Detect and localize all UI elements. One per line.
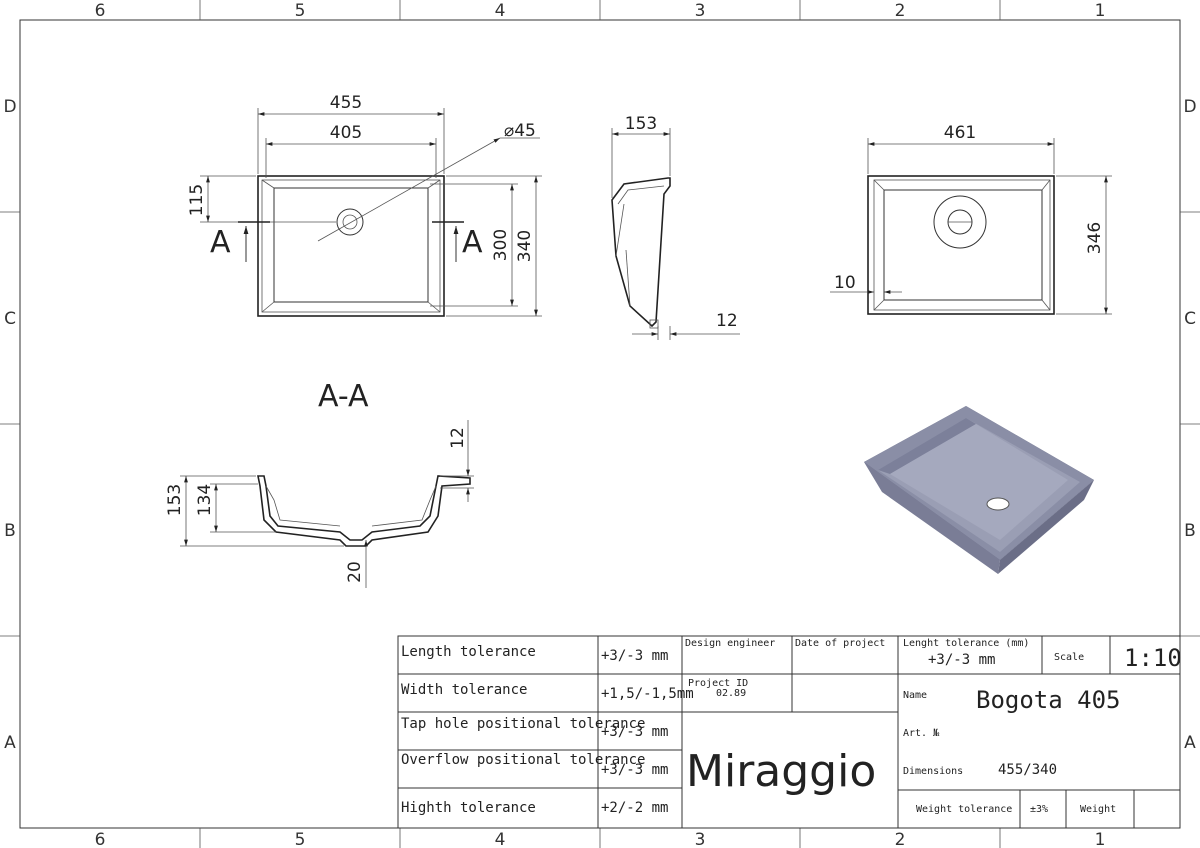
cutout-outer — [867, 175, 1055, 315]
date-label: Date of project — [795, 638, 885, 649]
art-label: Art. № — [903, 728, 940, 739]
zone-row-b-right: B — [1184, 521, 1196, 541]
tol-value-overflow: +3/-3 mm — [601, 762, 668, 778]
project-id-label: Project ID — [688, 678, 748, 689]
project-id-value: 02.89 — [716, 688, 746, 699]
dim-overall-width: 455 — [330, 93, 362, 113]
zone-col-6-bottom: 6 — [95, 830, 106, 848]
zone-labels: 6 5 4 3 2 1 6 5 4 3 2 1 D C B A D C B A — [3, 1, 1196, 848]
brand-logo: Miraggio — [686, 746, 876, 797]
tol-label-tap-hole: Tap hole positional tolerance — [401, 716, 645, 732]
dim-cutout-width: 461 — [944, 123, 976, 143]
top-view: ⌀45 455 405 115 300 340 A A — [187, 93, 542, 317]
section-title: A-A — [318, 379, 369, 414]
zone-col-4-top: 4 — [495, 1, 506, 21]
side-view: 153 12 — [611, 114, 740, 340]
zone-col-4-bottom: 4 — [495, 830, 506, 848]
top-view-bowl — [273, 187, 429, 303]
zone-col-5-top: 5 — [295, 1, 306, 21]
dim-cutout-offset: 10 — [834, 273, 856, 293]
dim-inner-width: 405 — [330, 123, 362, 143]
weight-tol-label: Weight tolerance — [916, 804, 1012, 815]
scale-value: 1:10 — [1124, 644, 1182, 672]
length-tol-value: +3/-3 mm — [928, 652, 995, 668]
cutout-view: 461 346 10 — [830, 123, 1112, 315]
side-view-outline — [611, 177, 671, 328]
dim-section-bowl-height: 134 — [195, 484, 215, 516]
tol-label-width: Width tolerance — [401, 682, 527, 698]
section-mark-left: A — [210, 225, 231, 260]
zone-row-a-right: A — [1184, 733, 1196, 753]
weight-label: Weight — [1080, 804, 1116, 815]
section-mark-right: A — [462, 225, 483, 260]
tol-value-width: +1,5/-1,5mm — [601, 686, 694, 702]
dimensions-value: 455/340 — [998, 762, 1057, 778]
name-value: Bogota 405 — [976, 686, 1121, 714]
zone-col-1-bottom: 1 — [1095, 830, 1106, 848]
dim-cutout-depth: 346 — [1085, 222, 1105, 254]
dim-hole-diameter: ⌀45 — [504, 121, 536, 141]
dim-side-flange: 12 — [716, 311, 738, 331]
section-profile — [257, 475, 471, 547]
design-engineer-label: Design engineer — [685, 638, 775, 649]
zone-row-c-right: C — [1184, 309, 1196, 329]
weight-tol-value: ±3% — [1030, 804, 1048, 815]
render-drain-hole — [986, 497, 1010, 511]
zone-row-c-left: C — [4, 309, 16, 329]
name-label: Name — [903, 690, 927, 701]
title-block: Length tolerance +3/-3 mm Width toleranc… — [397, 635, 1182, 829]
zone-col-5-bottom: 5 — [295, 830, 306, 848]
zone-col-2-bottom: 2 — [895, 830, 906, 848]
scale-label: Scale — [1054, 652, 1084, 663]
zone-row-b-left: B — [4, 521, 16, 541]
section-view: A-A 12 153 134 20 — [165, 379, 474, 588]
cutout-drain-outer — [933, 195, 987, 249]
tol-value-length: +3/-3 mm — [601, 648, 668, 664]
dim-section-total-height: 153 — [165, 484, 185, 516]
tol-label-height: Highth tolerance — [401, 800, 536, 816]
tol-label-overflow: Overflow positional tolerance — [401, 752, 645, 768]
dim-overall-depth: 340 — [515, 230, 535, 262]
length-tol-label: Lenght tolerance (mm) — [903, 638, 1029, 649]
zone-row-d-left: D — [3, 97, 16, 117]
zone-col-2-top: 2 — [895, 1, 906, 21]
zone-row-a-left: A — [4, 733, 16, 753]
dimensions-label: Dimensions — [903, 766, 963, 777]
tol-label-length: Length tolerance — [401, 644, 536, 660]
zone-col-3-bottom: 3 — [695, 830, 706, 848]
dim-side-height: 153 — [625, 114, 657, 134]
top-view-drain — [336, 208, 364, 236]
zone-col-1-top: 1 — [1095, 1, 1106, 21]
top-view-outer-rim — [257, 175, 445, 317]
zone-col-3-top: 3 — [695, 1, 706, 21]
tol-value-height: +2/-2 mm — [601, 800, 668, 816]
zone-row-d-right: D — [1183, 97, 1196, 117]
dim-section-drain: 20 — [345, 561, 365, 583]
dim-section-flange: 12 — [448, 427, 468, 449]
dim-hole-offset: 115 — [187, 184, 207, 216]
sink-render — [864, 406, 1094, 574]
dim-inner-depth: 300 — [491, 229, 511, 261]
cutout-inner — [883, 189, 1043, 301]
zone-col-6-top: 6 — [95, 1, 106, 21]
tol-value-tap-hole: +3/-3 mm — [601, 724, 668, 740]
